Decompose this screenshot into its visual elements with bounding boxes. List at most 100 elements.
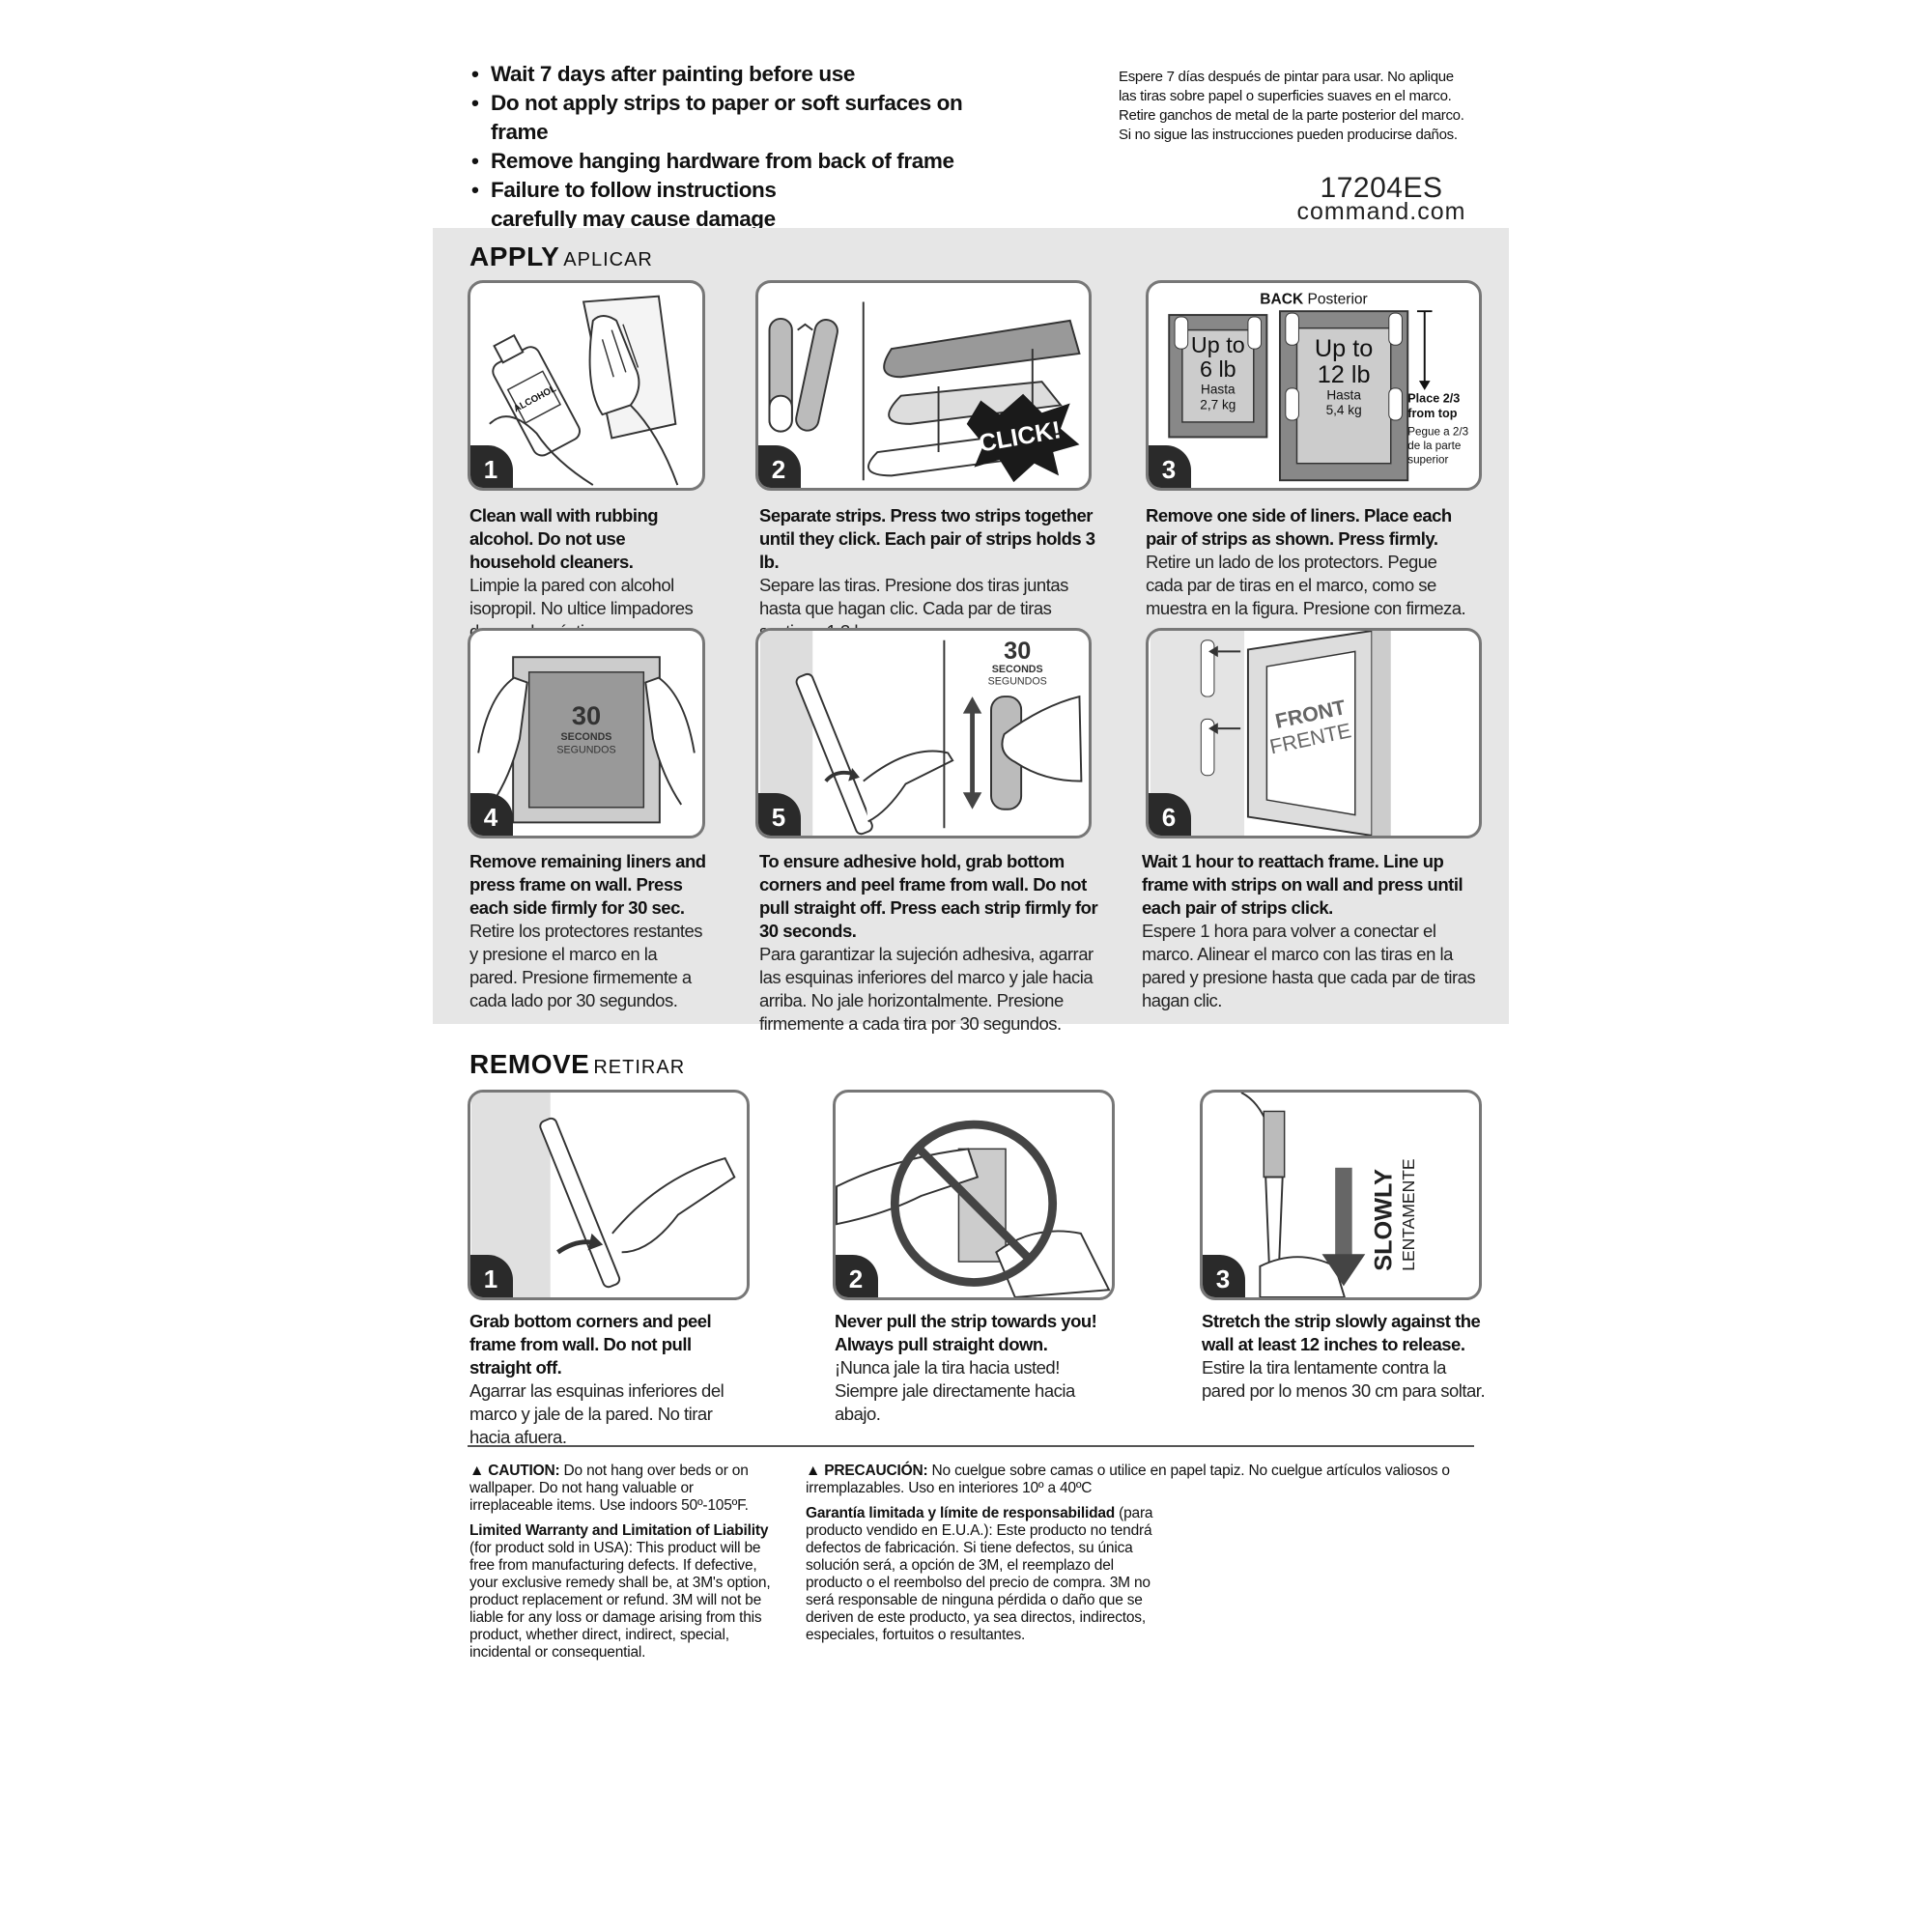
spanish-warning-line: las tiras sobre papel o superficies suav… [1119, 88, 1452, 104]
precaucion-label-text: PRECAUCIÓN: [824, 1463, 928, 1479]
apply-title: APPLY [469, 242, 560, 271]
apply-step-6-panel: FRONT FRENTE 6 [1146, 628, 1482, 838]
step-number-badge: 4 [470, 793, 513, 836]
step-instruction-es: Estire la tira lentamente contra la pare… [1202, 1357, 1486, 1401]
small-frame-kg: 2,7 kg [1200, 397, 1236, 412]
peel-and-press-illustration: 30 SECONDS SEGUNDOS [759, 631, 1083, 836]
peel-frame-illustration [471, 1093, 736, 1297]
apply-step-1-panel: ALCOHOL 1 [468, 280, 705, 491]
apply-step-3-panel: BACK Posterior Up to 6 lb Hasta 2,7 kg U… [1146, 280, 1482, 491]
thirty-label: 30 [1004, 638, 1031, 665]
step-instruction-en: Stretch the strip slowly against the wal… [1202, 1311, 1481, 1354]
divider [468, 1445, 1474, 1447]
remove-title: REMOVE [469, 1049, 590, 1079]
step-number-badge: 2 [836, 1255, 878, 1297]
segundos-label: SEGUNDOS [988, 675, 1047, 687]
step-instruction-es: Espere 1 hora para volver a conectar el … [1142, 921, 1476, 1010]
step-instruction-en: Never pull the strip towards you! Always… [835, 1311, 1097, 1354]
large-frame-weight: 12 lb [1318, 361, 1371, 388]
remove-step-3-caption: Stretch the strip slowly against the wal… [1202, 1310, 1492, 1403]
caution-label-text: CAUTION: [488, 1463, 560, 1479]
large-frame-upto: Up to [1315, 335, 1373, 362]
small-frame-hasta: Hasta [1201, 383, 1236, 397]
spanish-warnings: Espere 7 días después de pintar para usa… [1119, 68, 1524, 145]
step-instruction-en: To ensure adhesive hold, grab bottom cor… [759, 851, 1098, 941]
press-frame-illustration: 30 SECONDS SEGUNDOS [477, 656, 696, 824]
precaucion-text: No cuelgue sobre camas o utilice en pape… [806, 1463, 1450, 1496]
place-en-line1: Place 2/3 [1407, 392, 1460, 406]
step-instruction-en: Wait 1 hour to reattach frame. Line up f… [1142, 851, 1463, 918]
step-instruction-en: Grab bottom corners and peel frame from … [469, 1311, 712, 1378]
garantia-text: (para producto vendido en E.U.A.): Este … [806, 1505, 1153, 1643]
wipe-wall-illustration: ALCOHOL [489, 295, 679, 486]
garantia-label: Garantía limitada y límite de responsabi… [806, 1505, 1116, 1521]
english-legal: ▲ CAUTION: Do not hang over beds or on w… [469, 1463, 779, 1669]
place-en-line2: from top [1407, 407, 1457, 420]
warning-bullet: Remove hanging hardware from back of fra… [471, 147, 1012, 176]
lentamente-label: LENTAMENTE [1399, 1158, 1418, 1270]
back-label-es: Posterior [1308, 291, 1368, 307]
garantia-paragraph: Garantía limitada y límite de responsabi… [806, 1505, 1173, 1644]
step-number-badge: 5 [758, 793, 801, 836]
apply-step-4-panel: 30 SECONDS SEGUNDOS 4 [468, 628, 705, 838]
step-instruction-es: Retire un lado de los protectors. Pegue … [1146, 552, 1466, 618]
step-instruction-en: Separate strips. Press two strips togeth… [759, 505, 1095, 572]
warranty-text: (for product sold in USA): This product … [469, 1540, 771, 1661]
caution-text: Do not hang over beds or on wallpaper. D… [469, 1463, 749, 1514]
spanish-legal: ▲ PRECAUCIÓN: No cuelgue sobre camas o u… [806, 1463, 1482, 1652]
step-number-badge: 1 [470, 445, 513, 488]
apply-step-5-caption: To ensure adhesive hold, grab bottom cor… [759, 850, 1107, 1036]
step-instruction-es: Separe las tiras. Presione dos tiras jun… [759, 575, 1068, 641]
spanish-warning-line: Espere 7 días después de pintar para usa… [1119, 69, 1454, 85]
step-number-badge: 3 [1203, 1255, 1245, 1297]
apply-step-4-caption: Remove remaining liners and press frame … [469, 850, 709, 1012]
stretch-slowly-illustration: SLOWLY LENTAMENTE [1240, 1093, 1418, 1297]
precaucion-paragraph: ▲ PRECAUCIÓN: No cuelgue sobre camas o u… [806, 1463, 1482, 1497]
seconds-label: SECONDS [992, 664, 1043, 675]
apply-step-2-panel: CLICK! 2 [755, 280, 1092, 491]
caution-label: ▲ CAUTION: [469, 1463, 560, 1479]
warning-bullet-list: Wait 7 days after painting before use Do… [471, 60, 1012, 234]
step-instruction-en: Remove remaining liners and press frame … [469, 851, 706, 918]
apply-subtitle: APLICAR [563, 249, 653, 270]
seconds-label: SECONDS [561, 731, 612, 743]
place-es-line3: superior [1407, 454, 1448, 467]
apply-step-6-caption: Wait 1 hour to reattach frame. Line up f… [1142, 850, 1480, 1012]
step-number-badge: 1 [470, 1255, 513, 1297]
strips-click-illustration: CLICK! [768, 301, 1081, 483]
segundos-label: SEGUNDOS [556, 744, 615, 755]
remove-step-2-panel: 2 [833, 1090, 1115, 1300]
apply-step-2-caption: Separate strips. Press two strips togeth… [759, 504, 1107, 643]
large-frame-kg: 5,4 kg [1326, 403, 1362, 417]
precaucion-label: ▲ PRECAUCIÓN: [806, 1463, 928, 1479]
step-instruction-es: Para garantizar la sujeción adhesiva, ag… [759, 944, 1094, 1034]
caution-paragraph: ▲ CAUTION: Do not hang over beds or on w… [469, 1463, 779, 1515]
thirty-label: 30 [572, 700, 601, 730]
place-es-line1: Pegue a 2/3 [1407, 426, 1468, 439]
do-not-pull-illustration [836, 1120, 1111, 1297]
place-es-line2: de la parte [1407, 440, 1461, 452]
warning-bullet: Wait 7 days after painting before use [471, 60, 1012, 89]
remove-step-3-panel: SLOWLY LENTAMENTE 3 [1200, 1090, 1482, 1300]
large-frame-hasta: Hasta [1326, 388, 1361, 403]
remove-step-1-caption: Grab bottom corners and peel frame from … [469, 1310, 752, 1449]
remove-subtitle: RETIRAR [593, 1057, 686, 1078]
small-frame-weight: 6 lb [1200, 356, 1236, 382]
step-instruction-en: Remove one side of liners. Place each pa… [1146, 505, 1452, 549]
website-link[interactable]: command.com [1296, 198, 1466, 225]
warning-bullet: Failure to follow instructions carefully… [471, 176, 781, 234]
back-label: BACK Posterior [1260, 291, 1367, 307]
small-frame-upto: Up to [1191, 332, 1245, 357]
strip-placement-illustration: BACK Posterior Up to 6 lb Hasta 2,7 kg U… [1168, 291, 1468, 482]
apply-step-1-caption: Clean wall with rubbing alcohol. Do not … [469, 504, 709, 643]
spanish-warning-line: Retire ganchos de metal de la parte post… [1119, 107, 1464, 124]
warning-icon: ▲ [806, 1463, 821, 1479]
warning-icon: ▲ [469, 1463, 485, 1479]
slowly-label: SLOWLY [1371, 1169, 1398, 1271]
step-instruction-en: Clean wall with rubbing alcohol. Do not … [469, 505, 659, 572]
step-number-badge: 3 [1149, 445, 1191, 488]
step-instruction-es: ¡Nunca jale la tira hacia usted! Siempre… [835, 1357, 1075, 1424]
warranty-label: Limited Warranty and Limitation of Liabi… [469, 1522, 769, 1539]
